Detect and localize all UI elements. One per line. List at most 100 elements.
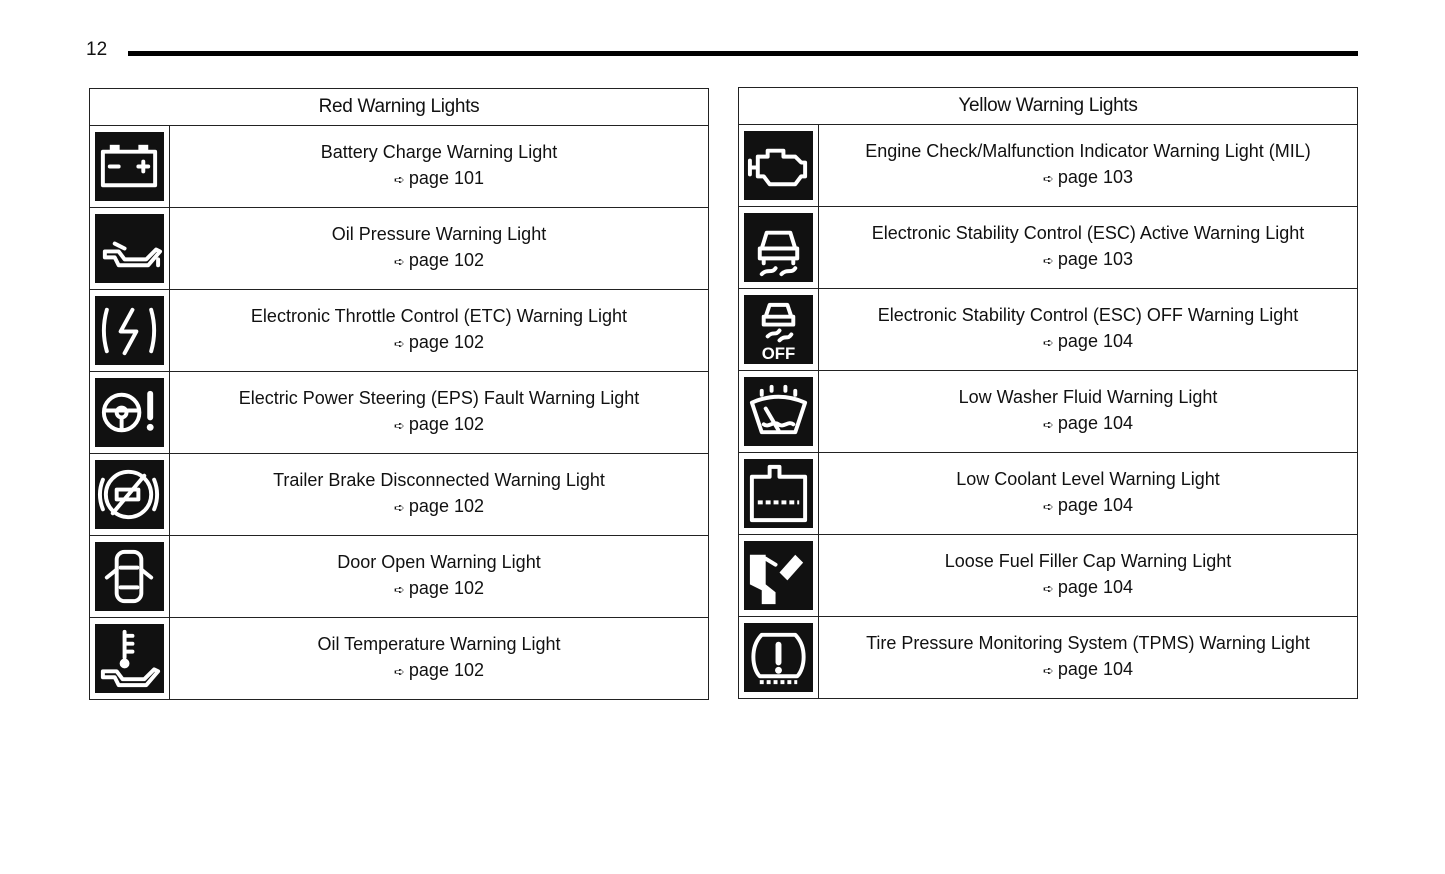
warning-light-row: Door Open Warning Light ➪page 102 [89, 535, 709, 618]
page-reference[interactable]: ➪page 102 [170, 493, 708, 522]
page-reference[interactable]: ➪page 101 [170, 165, 708, 194]
arrow-right-icon: ➪ [394, 337, 405, 352]
page-reference[interactable]: ➪page 104 [819, 574, 1357, 603]
warning-light-row: Electronic Stability Control (ESC) Activ… [738, 206, 1358, 289]
page-reference[interactable]: ➪page 104 [819, 492, 1357, 521]
description-cell: Trailer Brake Disconnected Warning Light… [169, 453, 709, 536]
icon-cell [89, 289, 170, 372]
page-reference[interactable]: ➪page 102 [170, 411, 708, 440]
warning-light-row: Oil Pressure Warning Light➪page 102 [89, 207, 709, 290]
warning-light-label: Door Open Warning Light [337, 552, 541, 572]
description-cell: Electronic Stability Control (ESC) Activ… [818, 206, 1358, 289]
svg-text:OFF: OFF [762, 344, 796, 363]
icon-cell [89, 371, 170, 454]
page-link[interactable]: page 102 [408, 250, 484, 270]
washer-fluid-icon [744, 377, 813, 446]
page-number: 12 [86, 39, 108, 60]
warning-light-row: Engine Check/Malfunction Indicator Warni… [738, 124, 1358, 207]
icon-cell [89, 535, 170, 618]
description-cell: Electronic Stability Control (ESC) OFF W… [818, 288, 1358, 371]
icon-cell [89, 453, 170, 536]
arrow-right-icon: ➪ [394, 583, 405, 598]
page-reference[interactable]: ➪page 102 [170, 575, 708, 604]
page-reference[interactable]: ➪page 104 [819, 410, 1357, 439]
page-link[interactable]: page 102 [408, 660, 484, 680]
steering-fault-icon [95, 378, 164, 447]
icon-cell [89, 617, 170, 700]
page-reference[interactable]: ➪page 104 [819, 328, 1357, 357]
page-link[interactable]: page 104 [1057, 577, 1133, 597]
door-open-icon [95, 542, 164, 611]
warning-light-label: Oil Temperature Warning Light [317, 634, 561, 654]
icon-cell [89, 207, 170, 290]
page-link[interactable]: page 104 [1057, 331, 1133, 351]
page-link[interactable]: page 102 [408, 496, 484, 516]
warning-light-row: Oil Temperature Warning Light ➪page 102 [89, 617, 709, 700]
arrow-right-icon: ➪ [1043, 418, 1054, 433]
page-link[interactable]: page 102 [408, 414, 484, 434]
warning-light-label: Low Coolant Level Warning Light [956, 469, 1220, 489]
page-link[interactable]: page 102 [408, 332, 484, 352]
arrow-right-icon: ➪ [1043, 500, 1054, 515]
warning-light-row: Battery Charge Warning Light➪page 101 [89, 125, 709, 208]
warning-light-row: Electric Power Steering (EPS) Fault Warn… [89, 371, 709, 454]
page-reference[interactable]: ➪page 102 [170, 247, 708, 276]
arrow-right-icon: ➪ [1043, 336, 1054, 351]
page-link[interactable]: page 103 [1057, 167, 1133, 187]
description-cell: Battery Charge Warning Light➪page 101 [169, 125, 709, 208]
esc-off-icon: OFF [744, 295, 813, 364]
description-cell: Engine Check/Malfunction Indicator Warni… [818, 124, 1358, 207]
warning-light-label: Electronic Throttle Control (ETC) Warnin… [250, 306, 628, 326]
warning-light-row: Electronic Throttle Control (ETC) Warnin… [89, 289, 709, 372]
description-cell: Electric Power Steering (EPS) Fault Warn… [169, 371, 709, 454]
page-reference[interactable]: ➪page 103 [819, 164, 1357, 193]
oil-pressure-icon [95, 214, 164, 283]
icon-cell [738, 370, 819, 453]
description-cell: Oil Temperature Warning Light ➪page 102 [169, 617, 709, 700]
esc-active-icon [744, 213, 813, 282]
icon-cell [738, 206, 819, 289]
warning-light-row: Loose Fuel Filler Cap Warning Light➪page… [738, 534, 1358, 617]
warning-light-row: OFF Electronic Stability Control (ESC) O… [738, 288, 1358, 371]
arrow-right-icon: ➪ [1043, 172, 1054, 187]
page-link[interactable]: page 102 [408, 578, 484, 598]
description-cell: Door Open Warning Light ➪page 102 [169, 535, 709, 618]
page-link[interactable]: page 104 [1057, 413, 1133, 433]
icon-cell [738, 616, 819, 699]
fuel-cap-icon [744, 541, 813, 610]
page-reference[interactable]: ➪page 103 [819, 246, 1357, 275]
page-link[interactable]: page 101 [408, 168, 484, 188]
arrow-right-icon: ➪ [394, 419, 405, 434]
arrow-right-icon: ➪ [1043, 664, 1054, 679]
battery-icon [95, 132, 164, 201]
warning-light-label: Electronic Stability Control (ESC) Activ… [871, 223, 1305, 243]
description-cell: Oil Pressure Warning Light➪page 102 [169, 207, 709, 290]
arrow-right-icon: ➪ [394, 255, 405, 270]
table-title: Yellow Warning Lights [738, 87, 1358, 125]
warning-light-row: Tire Pressure Monitoring System (TPMS) W… [738, 616, 1358, 699]
description-cell: Low Coolant Level Warning Light ➪page 104 [818, 452, 1358, 535]
description-cell: Low Washer Fluid Warning Light ➪page 104 [818, 370, 1358, 453]
warning-light-label: Engine Check/Malfunction Indicator Warni… [865, 141, 1311, 161]
page-link[interactable]: page 103 [1057, 249, 1133, 269]
icon-cell [738, 452, 819, 535]
warning-light-label: Electric Power Steering (EPS) Fault Warn… [238, 388, 640, 408]
engine-check-icon [744, 131, 813, 200]
icon-cell: OFF [738, 288, 819, 371]
table-title: Red Warning Lights [89, 88, 709, 126]
page-reference[interactable]: ➪page 102 [170, 329, 708, 358]
warning-light-label: Trailer Brake Disconnected Warning Light [273, 470, 605, 490]
warning-light-row: Low Coolant Level Warning Light ➪page 104 [738, 452, 1358, 535]
trailer-brake-icon [95, 460, 164, 529]
page-link[interactable]: page 104 [1057, 495, 1133, 515]
arrow-right-icon: ➪ [394, 173, 405, 188]
warning-light-row: Low Washer Fluid Warning Light ➪page 104 [738, 370, 1358, 453]
warning-light-label: Low Washer Fluid Warning Light [958, 387, 1218, 407]
yellow-warning-lights-table: Yellow Warning Lights Engine Check/Malfu… [738, 87, 1358, 699]
warning-light-label: Electronic Stability Control (ESC) OFF W… [877, 305, 1299, 325]
throttle-control-icon [95, 296, 164, 365]
page-link[interactable]: page 104 [1057, 659, 1133, 679]
page-reference[interactable]: ➪page 104 [819, 656, 1357, 685]
description-cell: Loose Fuel Filler Cap Warning Light➪page… [818, 534, 1358, 617]
page-reference[interactable]: ➪page 102 [170, 657, 708, 686]
